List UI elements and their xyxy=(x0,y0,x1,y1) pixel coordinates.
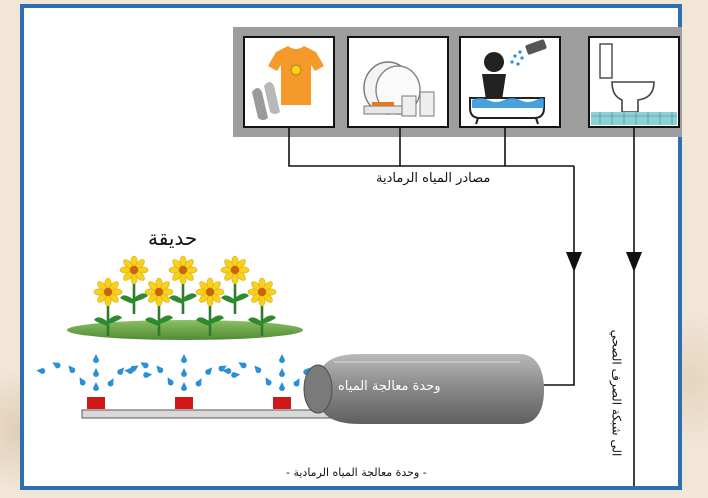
garden-label: حديقة xyxy=(148,226,198,250)
laundry-icon xyxy=(243,36,335,128)
irrigation-pipe xyxy=(81,409,335,419)
sewer-arrow-icon xyxy=(626,252,642,272)
diagram-caption: - وحدة معالجة المياه الرمادية - xyxy=(286,466,427,479)
greywater-sources-label: مصادر المياه الرمادية xyxy=(376,171,491,186)
sprinkler-emitter xyxy=(273,397,291,409)
sewer-line xyxy=(626,127,642,486)
dishwashing-icon xyxy=(347,36,449,128)
toilet-icon xyxy=(588,36,680,128)
sprinkler-drop-icon xyxy=(36,354,339,391)
garden-lawn xyxy=(67,320,303,340)
sprinkler-emitter xyxy=(87,397,105,409)
inflow-arrow-icon xyxy=(566,252,582,272)
shower-bath-icon xyxy=(459,36,561,128)
treatment-tank xyxy=(303,354,544,424)
sprinkler-emitter xyxy=(175,397,193,409)
to-sewer-label: الى شبكة الصرف الصحي xyxy=(609,329,624,457)
greywater-collector-pipes xyxy=(288,127,575,386)
treatment-unit-label: وحدة معالجة المياه xyxy=(338,379,441,394)
